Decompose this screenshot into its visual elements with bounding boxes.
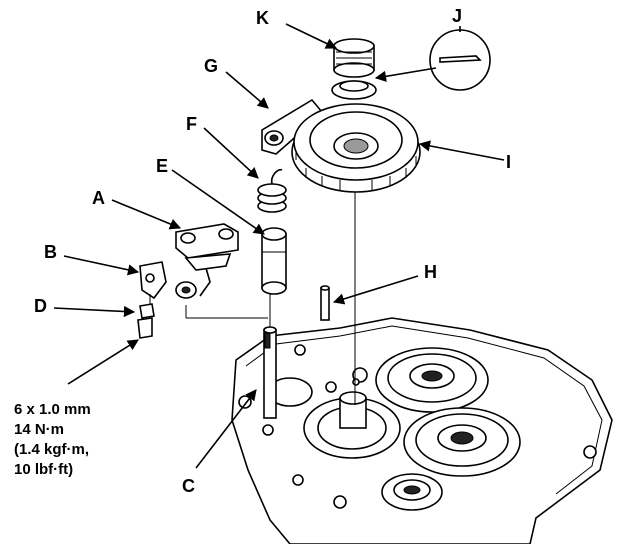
callout-d: D bbox=[34, 296, 47, 316]
shift-shaft-c bbox=[263, 326, 277, 419]
callout-c: C bbox=[182, 476, 195, 496]
bolt-size-label: 6 x 1.0 mm bbox=[14, 401, 91, 418]
callout-b: B bbox=[44, 242, 57, 262]
gear-assembly-i bbox=[291, 103, 421, 193]
callout-g: G bbox=[204, 56, 218, 76]
alignment-lines bbox=[185, 190, 356, 405]
torque-spec: 6 x 1.0 mm 14 N·m (1.4 kgf·m, 10 lbf·ft) bbox=[14, 401, 91, 478]
leader-lines bbox=[53, 23, 505, 469]
collar-e bbox=[261, 227, 287, 295]
callout-f: F bbox=[186, 114, 197, 134]
callout-a: A bbox=[92, 188, 105, 208]
callout-h: H bbox=[424, 262, 437, 282]
detail-j-inset bbox=[374, 29, 491, 91]
shift-lever-assembly bbox=[137, 223, 239, 339]
callout-e: E bbox=[156, 156, 168, 176]
callout-j: J bbox=[452, 6, 462, 26]
transmission-case bbox=[231, 317, 613, 544]
dowel-pin-h bbox=[320, 285, 330, 321]
callout-i: I bbox=[506, 152, 511, 172]
shift-arm-g bbox=[261, 98, 324, 155]
torque-nm-label: 14 N·m bbox=[14, 421, 64, 438]
torque-lbfft-label: 10 lbf·ft) bbox=[14, 461, 73, 478]
spring-f bbox=[257, 168, 287, 213]
torque-kgfm-label: (1.4 kgf·m, bbox=[14, 441, 89, 458]
callout-k: K bbox=[256, 8, 269, 28]
nut-k-and-washer bbox=[331, 38, 377, 100]
